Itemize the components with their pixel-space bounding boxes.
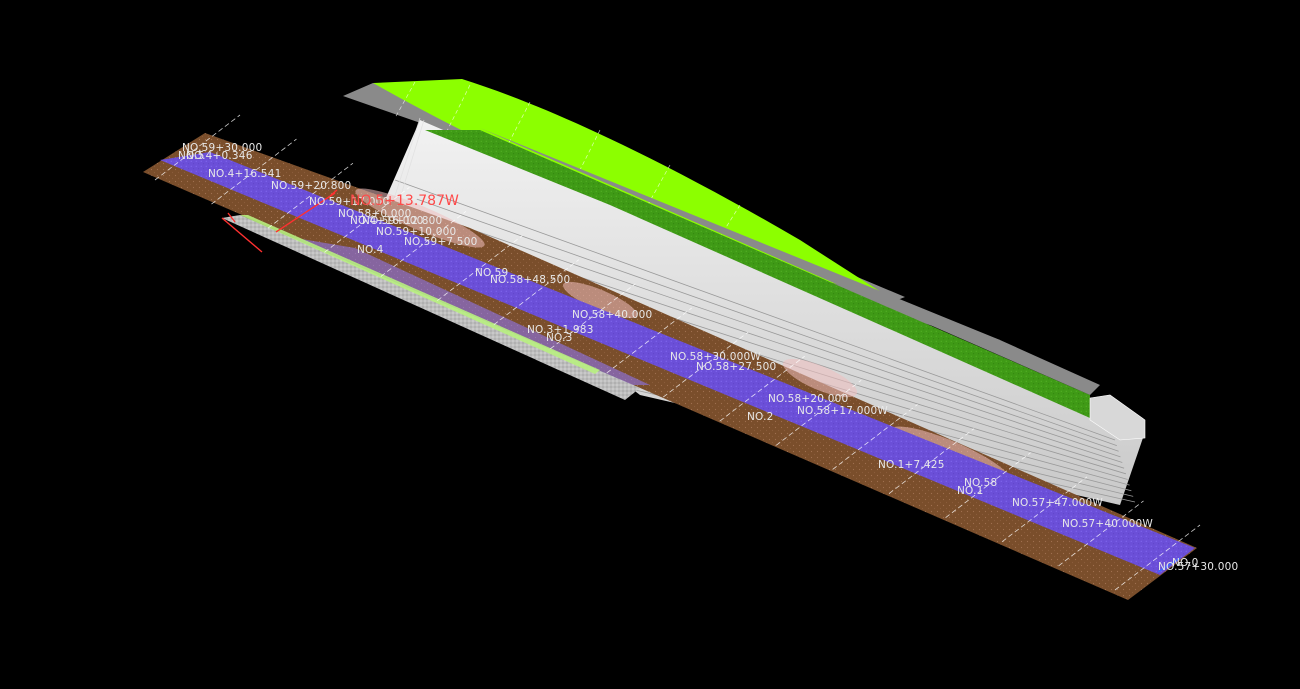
cross-section-line	[437, 235, 523, 301]
station-label: NO.58+40.000	[572, 309, 652, 321]
cross-section-line	[154, 114, 241, 181]
station-label: NO.4+16.000	[350, 215, 423, 227]
cross-section-line	[1058, 500, 1144, 567]
step-line	[394, 179, 1116, 441]
pink-zone-2	[562, 281, 638, 319]
pink-zone-1	[355, 188, 485, 248]
cross-section-line	[493, 259, 580, 326]
section-marker-lines	[221, 189, 338, 253]
station-label: NO.58+20.000	[768, 393, 848, 405]
cross-section-line	[380, 211, 467, 277]
station-label: NO.2	[747, 411, 774, 423]
station-label: NO.59+20.800	[271, 180, 351, 192]
channel-surface	[160, 152, 1195, 575]
cross-section-line	[606, 307, 693, 374]
cross-section-line	[775, 379, 862, 446]
station-label: NO.3+1.983	[527, 324, 594, 336]
station-label: NO.58	[964, 477, 997, 489]
station-label: NO.5	[178, 150, 205, 162]
station-label: NO.58+48.500	[490, 274, 570, 286]
cross-section-line	[662, 331, 749, 398]
retaining-wall-body	[222, 215, 640, 400]
cross-section-line	[832, 404, 918, 470]
cross-section-line	[719, 355, 805, 422]
retaining-wall	[221, 189, 640, 400]
station-label: NO.59+10.000	[376, 226, 456, 238]
cross-section-line	[324, 187, 410, 253]
station-label: NO.59+7.500	[404, 236, 477, 248]
cross-section-line	[1001, 476, 1088, 543]
station-label: NO.4	[357, 244, 384, 256]
station-label: NO.57+47.000W	[1012, 497, 1103, 509]
station-label: NO.58+0.000	[338, 208, 411, 220]
station-label: NO.59+30.000	[182, 142, 262, 154]
station-label-highlight: NO.5+13.787W	[350, 193, 459, 209]
station-label: NO.57+40.000W	[1062, 518, 1153, 530]
cross-section-line	[1114, 524, 1201, 591]
cross-section-line	[211, 138, 297, 205]
station-label: NO.59+17.000	[309, 196, 389, 208]
step-line	[438, 217, 1119, 452]
station-label: NO.4+16.541	[208, 168, 281, 180]
pink-zone-3	[782, 358, 858, 398]
station-label: NO.58+27.500	[696, 361, 776, 373]
station-label: NO.59+12.800	[362, 215, 442, 227]
embankment-top-gray	[480, 128, 1100, 395]
station-labels: NO.59+30.000 NO.5 NO.4+0.346 NO.4+16.541…	[178, 142, 1238, 573]
cross-section-line	[550, 283, 636, 350]
station-label: NO.58+30.000W	[670, 351, 761, 363]
station-label: NO.59	[475, 267, 508, 279]
cross-section-line	[888, 428, 975, 494]
station-label: NO.4+0.346	[186, 150, 253, 162]
station-label: NO.57+30.000	[1158, 561, 1238, 573]
embankment-end-block	[1089, 394, 1146, 441]
step-line	[416, 198, 1117, 447]
cross-section-line	[267, 162, 354, 229]
cross-section-lines	[154, 114, 1201, 591]
station-label: NO.1	[957, 485, 984, 497]
station-label: NO.0	[1172, 557, 1199, 569]
cross-section-line	[945, 452, 1031, 518]
retaining-wall-green-edge	[240, 215, 600, 374]
station-label: NO.1+7.425	[878, 459, 945, 471]
station-label: NO.58+17.000W	[797, 405, 888, 417]
station-label: NO.3	[546, 332, 573, 344]
end-marker	[1157, 557, 1181, 573]
